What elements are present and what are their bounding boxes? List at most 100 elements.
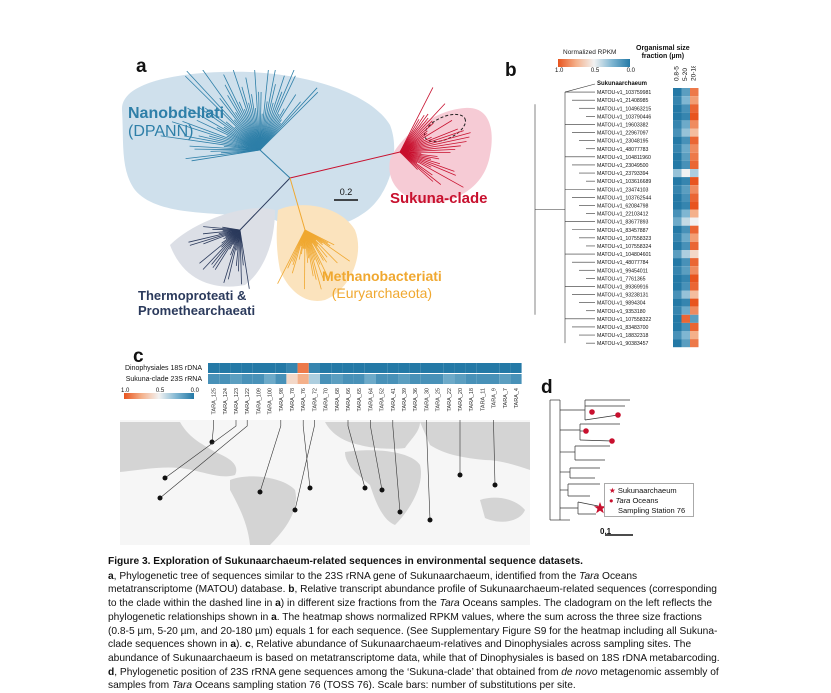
sequence-label: MATOU-v1_83483700 — [597, 325, 649, 331]
heatmap-cell — [681, 120, 690, 129]
c-row-labels: Dinophysiales 18S rDNA Sukuna-clade 23S … — [120, 363, 202, 385]
sukuna-cell — [465, 374, 477, 384]
sukuna-cell — [219, 374, 231, 384]
station-dot — [362, 485, 368, 491]
dino-cell — [342, 363, 354, 373]
nanobdellati-branch — [259, 84, 276, 151]
station-label: TARA_7 — [503, 388, 509, 408]
station-label: TARA_20 — [458, 388, 464, 411]
d-legend-box: ★ Sukunaarchaeum ● Tara Oceans Sampling … — [604, 483, 694, 517]
caption-ref-a2: a — [275, 598, 281, 610]
nanobdellati-branch — [184, 135, 261, 151]
methano-branch — [304, 229, 350, 262]
station-dot — [209, 439, 215, 445]
rpkm-tick-1: 1.0 — [555, 68, 564, 74]
cladogram-b — [534, 83, 596, 344]
station-connector — [426, 420, 431, 521]
heatmap-cell — [690, 282, 699, 291]
station-label: TARA_66 — [346, 388, 352, 411]
station-label: TARA_52 — [380, 388, 386, 411]
heatmap-cell — [690, 209, 699, 218]
heatmap-cell — [681, 258, 690, 267]
station-connector — [370, 420, 383, 491]
figure-caption: Figure 3. Exploration of Sukunaarchaeum-… — [108, 555, 720, 693]
dino-cell — [241, 363, 253, 373]
thermo-branch — [227, 229, 241, 280]
dino-cell — [297, 363, 309, 373]
heatmap-cell — [673, 96, 682, 105]
heatmap-cell — [681, 233, 690, 242]
heatmap-cell — [673, 144, 682, 153]
trunk-nanobdellati — [259, 149, 291, 179]
sukuna-branch — [399, 151, 418, 170]
size-fraction-title-line2: fraction (µm) — [641, 53, 685, 60]
thermo-branch — [214, 229, 241, 270]
station-dot — [492, 482, 498, 488]
nanobdellati-branch — [224, 84, 261, 151]
sukuna-cell — [308, 374, 320, 384]
sukuna-cell — [230, 374, 242, 384]
sequence-label: MATOU-v1_21408985 — [597, 98, 649, 104]
caption-body: a, Phylogenetic tree of sequences simila… — [108, 570, 720, 693]
c-tick-0: 0.0 — [190, 388, 199, 394]
methano-label-line2: (Euryarchaeota) — [331, 285, 433, 301]
dino-cell — [308, 363, 320, 373]
nanobdellati-branch — [219, 98, 261, 151]
heatmap-cell — [690, 120, 699, 129]
station-label: TARA_125 — [212, 388, 218, 415]
d-legend-item2-line2: Sampling Station 76 — [618, 506, 686, 515]
nanobdellati-branch — [198, 106, 261, 151]
sukuna-branch — [399, 113, 429, 153]
sukuna-cell — [409, 374, 421, 384]
panel-letter-a: a — [136, 56, 147, 77]
station-connector — [392, 420, 401, 513]
thermo-clade-bg — [170, 208, 275, 287]
dino-cell — [331, 363, 343, 373]
d-legend-item2-rest: Oceans — [630, 496, 659, 505]
station-label: TARA_76 — [301, 388, 307, 411]
heatmap-cell — [690, 274, 699, 283]
nanobdellati-branch — [223, 74, 261, 151]
heatmap-cell — [673, 217, 682, 226]
sukuna-branch — [399, 151, 451, 153]
nanobdellati-branch — [191, 149, 261, 162]
sukuna-cell — [331, 374, 343, 384]
sukuna-cell — [252, 374, 264, 384]
cladogram-sukunaarchaeum-tip — [564, 83, 596, 93]
heatmap-cell — [673, 306, 682, 315]
thermo-branch — [212, 229, 241, 268]
methano-branch — [304, 229, 322, 290]
heatmap-cell — [673, 258, 682, 267]
size-column-label: 0.8-5 — [674, 66, 681, 81]
sequence-label: MATOU-v1_48077784 — [597, 260, 649, 266]
nanobdellati-branch — [259, 75, 285, 151]
sequence-label: MATOU-v1_103762544 — [597, 195, 651, 201]
sukuna-branch — [399, 120, 453, 153]
caption-text-10: metagenomic assembly of samples from — [108, 666, 719, 692]
nanobdellati-branch — [254, 70, 261, 151]
sukuna-branch — [399, 151, 456, 176]
station-connector — [493, 420, 496, 486]
nanobdellati-branch — [259, 91, 283, 151]
caption-denovo: de novo — [561, 666, 598, 678]
nanobdellati-branch — [259, 94, 297, 151]
station-dot — [427, 517, 433, 523]
sukuna-branch — [399, 122, 434, 153]
d-branch — [577, 501, 599, 507]
heatmap-cell — [673, 209, 682, 218]
sequence-label: MATOU-v1_22967097 — [597, 131, 649, 137]
heatmap-cell — [681, 104, 690, 113]
heatmap-cell — [673, 201, 682, 210]
sukuna-branch — [399, 117, 429, 153]
nanobdellati-branch — [185, 75, 261, 151]
dino-cell — [353, 363, 365, 373]
station-label: TARA_68 — [335, 388, 341, 411]
methano-branch — [277, 229, 306, 284]
sequence-label: MATOU-v1_99454011 — [597, 268, 648, 274]
heatmap-cell — [681, 96, 690, 105]
heatmap-cell — [690, 193, 699, 202]
rpkm-tick-0: 0.0 — [626, 68, 635, 74]
